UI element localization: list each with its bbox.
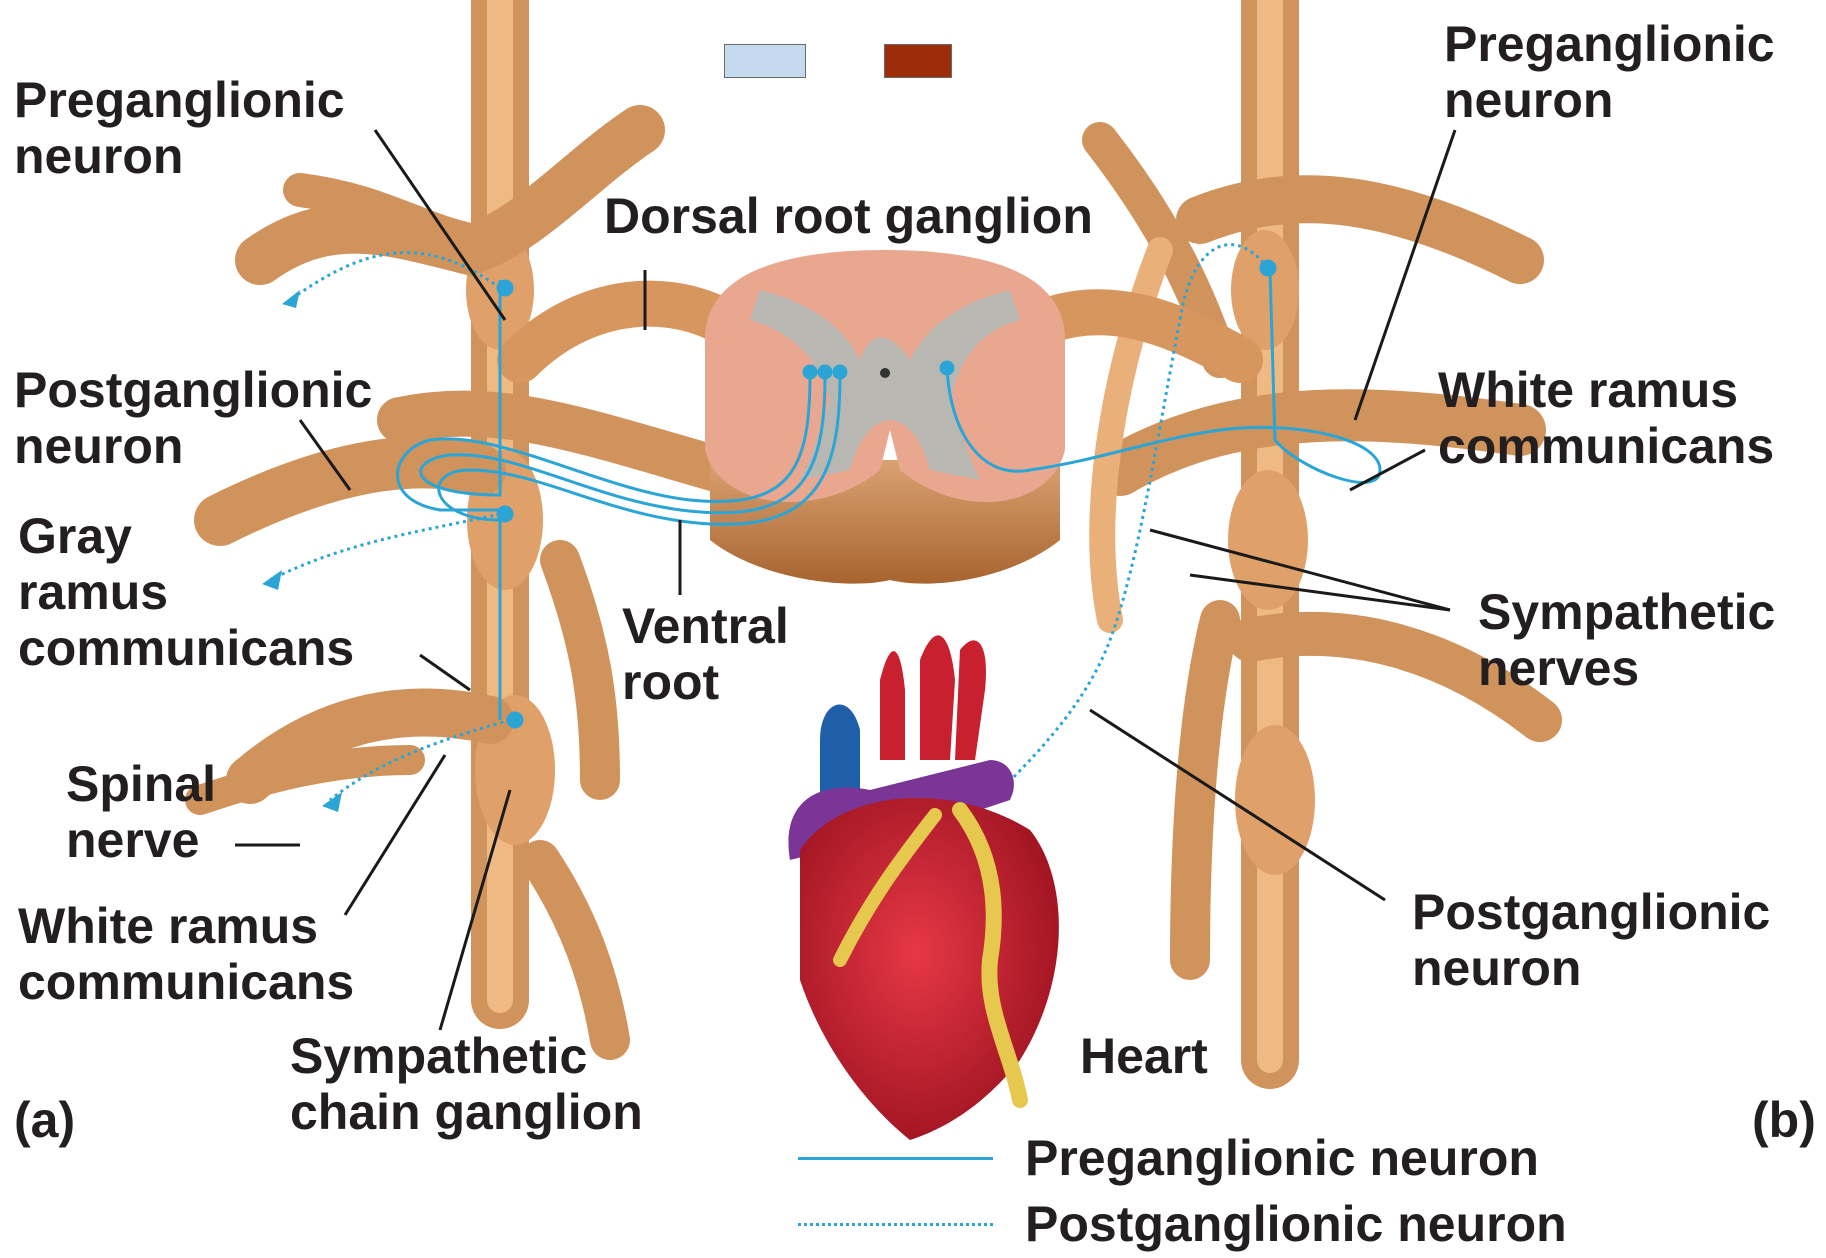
legend-preganglionic: Preganglionic neuron [798,1130,1539,1186]
heart-illustration [788,635,1058,1140]
legend-solid-line-icon [798,1157,993,1160]
label-panel-b: (b) [1752,1092,1816,1148]
label-heart: Heart [1080,1028,1208,1084]
legend-dotted-line-icon [798,1223,993,1226]
legend-postganglionic-label: Postganglionic neuron [1025,1196,1567,1252]
spinal-cord [520,250,1240,584]
legend-preganglionic-label: Preganglionic neuron [1025,1130,1539,1186]
swatch-light-blue [724,44,806,78]
legend-postganglionic: Postganglionic neuron [798,1196,1567,1252]
swatch-dark-red [884,44,952,78]
label-panel-a: (a) [14,1092,75,1148]
label-dorsal-root-ganglion: Dorsal root ganglion [604,188,1093,244]
